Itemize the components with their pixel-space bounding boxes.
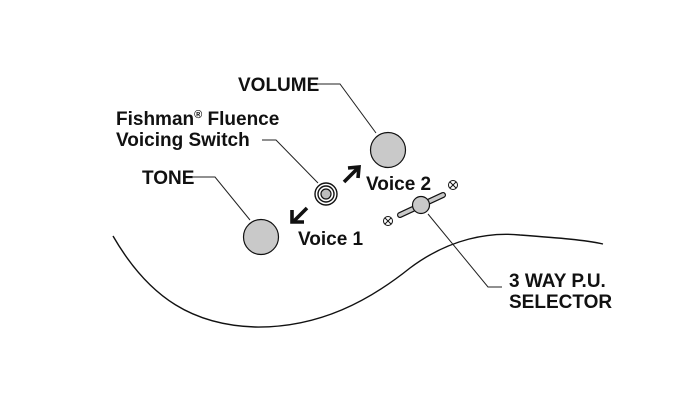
voice1-arrow-icon	[290, 206, 309, 224]
volume-knob[interactable]	[369, 131, 407, 169]
pickup-selector-label-line1: 3 WAY P.U.	[509, 271, 606, 292]
pickup-selector-leader-line	[427, 213, 502, 288]
pickup-selector-screw-icon-lower	[383, 216, 393, 226]
volume-leader-line	[318, 83, 377, 134]
pickup-selector-tip[interactable]	[411, 195, 431, 215]
voice2-label: Voice 2	[366, 174, 431, 195]
registered-mark: ®	[194, 109, 202, 121]
fishman-switch-label-line1: Fishman® Fluence	[116, 109, 279, 130]
guitar-body-outline	[112, 233, 604, 328]
voice1-label: Voice 1	[298, 229, 364, 250]
voice2-arrow-icon	[342, 165, 361, 184]
tone-label: TONE	[142, 168, 194, 189]
fishman-switch-label-line2: Voicing Switch	[116, 130, 250, 151]
tone-knob[interactable]	[242, 218, 280, 256]
pickup-selector-screw-icon-upper	[448, 180, 458, 190]
tone-leader-line	[193, 176, 251, 221]
volume-label: VOLUME	[238, 75, 319, 96]
pickup-selector-label-line2: SELECTOR	[509, 292, 612, 313]
fishman-switch-leader-line	[262, 139, 319, 184]
voicing-switch[interactable]	[314, 182, 338, 206]
